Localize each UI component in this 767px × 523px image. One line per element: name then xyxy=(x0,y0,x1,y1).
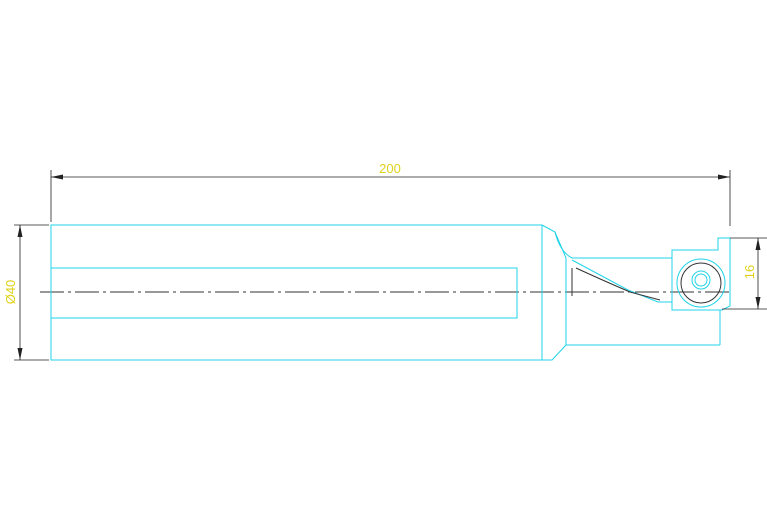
neck-transition xyxy=(541,224,567,361)
insert-circle-outer xyxy=(676,258,726,308)
insert-circle xyxy=(680,262,722,304)
chip-flute-dark xyxy=(575,267,661,301)
arrow-head-top xyxy=(755,238,761,250)
arrow-right xyxy=(718,174,730,180)
chip-flute xyxy=(571,259,672,303)
dim-length-label: 200 xyxy=(379,161,401,176)
neck-curve-top xyxy=(554,231,573,259)
arrow-head-bottom xyxy=(755,297,761,309)
dim-dia-label: Ø40 xyxy=(3,280,18,305)
arrow-dia-top xyxy=(17,225,23,237)
arrow-dia-bottom xyxy=(17,348,23,360)
insert-screw-inner xyxy=(694,273,708,287)
insert-screw xyxy=(691,270,711,290)
dim-head-label: 16 xyxy=(742,265,757,279)
shank-flat xyxy=(50,267,518,319)
arrow-left xyxy=(51,174,63,180)
